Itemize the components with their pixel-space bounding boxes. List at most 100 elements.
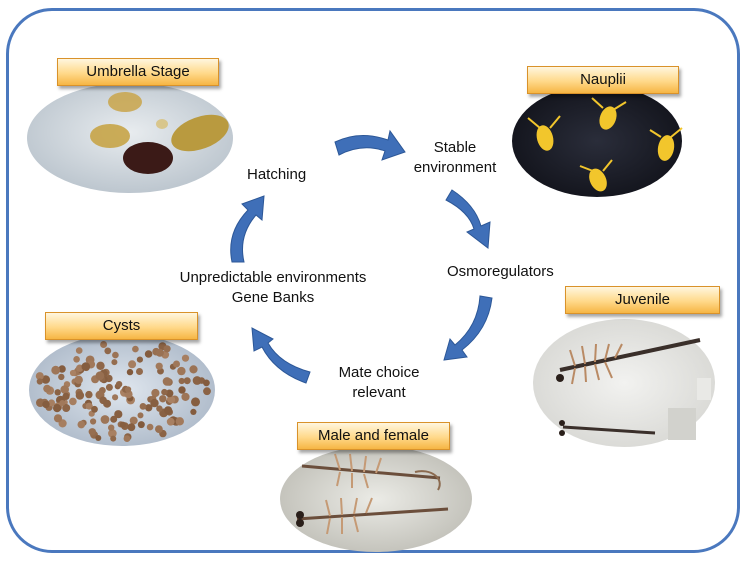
cyst-dot [156,363,163,370]
cyst-dot [163,377,172,386]
cyst-dot [137,357,143,363]
cyst-dot [125,386,131,392]
cyst-dot [62,393,69,400]
label-nauplii: Nauplii [527,66,679,94]
cyst-dot [191,397,200,406]
arrow-to-hatching [231,196,264,262]
text-mate-choice: Mate choice relevant [324,363,434,403]
cyst-dot [55,389,61,395]
cyst-dot [184,377,191,384]
cyst-dot [173,361,180,368]
label-cysts: Cysts [45,312,198,340]
cyst-dot [164,406,172,414]
cyst-dot [140,403,147,410]
cyst-dot [111,359,117,365]
cyst-dot [76,347,83,354]
cyst-dot [91,406,98,413]
text-mate-line1: Mate choice [324,363,434,383]
cyst-dot [177,367,185,375]
cyst-dot [110,436,116,442]
cyst-dot [100,341,107,348]
cyst-dot [95,435,101,441]
text-unpredictable-line1: Unpredictable environments [158,268,388,288]
cyst-dot [112,394,118,400]
cyst-dot [96,371,105,380]
text-hatching: Hatching [247,165,306,185]
label-male-and-female: Male and female [297,422,450,450]
cyst-dot [76,391,84,399]
cyst-dot [96,362,104,370]
cyst-dot [156,405,162,411]
cyst-dot [106,384,113,391]
arrow-to-unpredictable [252,328,310,383]
cyst-dot [42,401,49,408]
cyst-dot [164,345,171,352]
cyst-dot [176,417,184,425]
cyst-dot [156,349,164,357]
cyst-dot [189,365,197,373]
cyst-dot [70,370,76,376]
cyst-dot [75,376,83,384]
cyst-dot [116,381,122,387]
cyst-dot [145,350,153,358]
text-stable-line2: environment [400,158,510,178]
cyst-dot [58,374,64,380]
cyst-dot [161,389,167,395]
cyst-dot [147,424,154,431]
cyst-dot [138,412,144,418]
cyst-dot [78,421,86,429]
cyst-dot [37,378,43,384]
arrow-to-osmoregulators [446,190,490,248]
text-stable-line1: Stable [400,138,510,158]
cyst-dot [150,399,158,407]
label-juvenile: Juvenile [565,286,720,314]
text-osmoregulators: Osmoregulators [447,262,554,282]
text-stable-environment: Stable environment [400,138,510,178]
juvenile-photo [533,319,715,447]
cyst-dot [203,380,210,387]
cyst-dot [190,409,196,415]
cyst-dot [155,425,163,433]
cyst-dot [136,368,143,375]
cyst-dot [167,418,175,426]
arrow-to-mate-choice [444,296,492,360]
text-unpredictable: Unpredictable environments Gene Banks [158,268,388,308]
cyst-dot [69,398,77,406]
cyst-dot [73,356,80,363]
cyst-dot [54,414,62,422]
cyst-dot [43,385,51,393]
cyst-dot [112,352,119,359]
cyst-dot [128,360,136,368]
cyst-dot [132,346,139,353]
text-unpredictable-line2: Gene Banks [158,288,388,308]
cyst-dot [124,435,131,442]
cyst-dot [127,423,135,431]
cyst-dot [138,421,145,428]
cyst-dot [60,385,69,394]
cyst-dot [182,355,189,362]
cyst-dot [178,386,185,393]
cyst-dot [181,393,189,401]
cyst-dot [103,400,111,408]
cyst-dot [51,366,60,375]
cyst-dot [127,369,133,375]
cysts-photo [29,334,215,446]
cyst-dot [53,404,61,412]
cyst-dot [85,391,92,398]
cyst-dot [101,415,110,424]
cyst-dot [82,362,91,371]
label-umbrella-stage: Umbrella Stage [57,58,219,86]
umbrella-stage-photo [27,83,234,193]
nauplii-photo [512,85,682,197]
cyst-dot [203,387,211,395]
text-mate-line2: relevant [324,383,434,403]
cyst-dot [89,428,96,435]
arrow-to-stable [335,131,405,160]
cyst-dot [120,422,126,428]
cyst-dot [108,425,114,431]
cyst-dot [90,418,96,424]
cyst-dot [110,416,117,423]
male-female-photo [280,446,472,552]
cyst-dot [159,395,166,402]
cyst-dot [104,348,111,355]
